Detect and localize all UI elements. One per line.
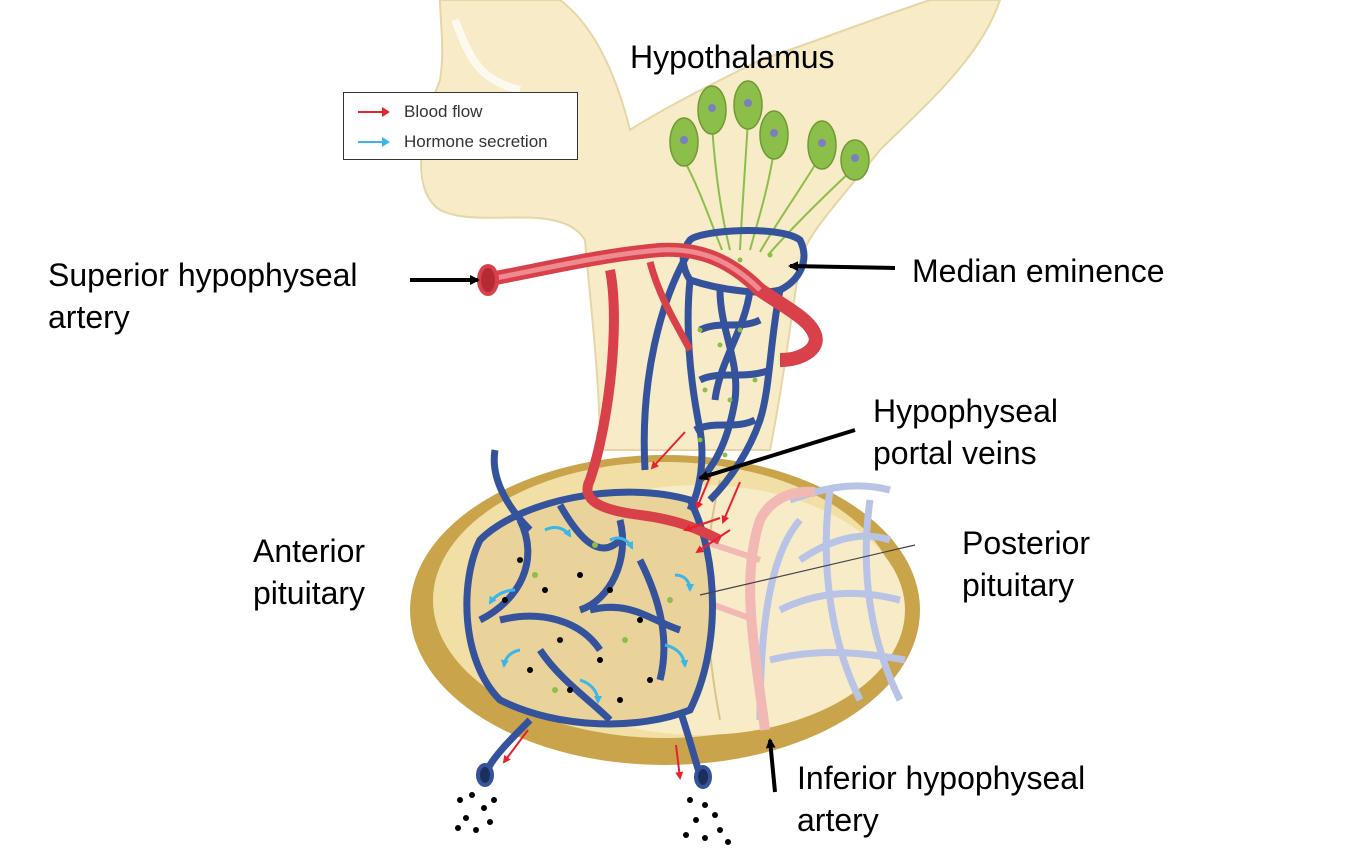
blue-arrow-icon: [358, 137, 390, 147]
posterior-vessels: [698, 482, 906, 731]
neuron-cluster: [669, 80, 870, 256]
inferior-artery-line-2: artery: [797, 802, 879, 838]
superior-artery-line-1: Superior hypophyseal: [48, 257, 358, 293]
portal-veins-line-2: portal veins: [873, 435, 1037, 471]
legend-hormone-secretion: Hormone secretion: [356, 131, 548, 153]
portal-vein-network: [640, 227, 808, 512]
superior-artery-line-2: artery: [48, 299, 130, 335]
inferior-artery-label: Inferior hypophyseal artery: [797, 757, 1085, 841]
inferior-artery-line-1: Inferior hypophyseal: [797, 760, 1086, 796]
anterior-pituitary-label: Anterior pituitary: [253, 530, 365, 614]
red-arrow-icon: [358, 107, 390, 117]
anterior-capillary-bed: [463, 449, 716, 777]
superior-artery-label: Superior hypophyseal artery: [48, 254, 358, 338]
portal-veins-label: Hypophyseal portal veins: [873, 390, 1058, 474]
legend-blood-flow-label: Blood flow: [404, 102, 483, 121]
superior-hypophyseal-artery: [477, 242, 823, 545]
legend-hormone-secretion-label: Hormone secretion: [404, 132, 548, 151]
median-eminence-text: Median eminence: [912, 253, 1165, 289]
hypothalamus-label-text: Hypothalamus: [630, 39, 835, 75]
anterior-line-1: Anterior: [253, 533, 366, 569]
leader-lines: [410, 261, 916, 793]
legend-blood-flow: Blood flow: [356, 101, 482, 123]
legend: Blood flow Hormone secretion: [343, 92, 578, 160]
posterior-pituitary-label: Posterior pituitary: [962, 522, 1090, 606]
efferent-veins: [455, 763, 731, 845]
blood-flow-arrows: [502, 431, 741, 780]
posterior-line-1: Posterior: [962, 525, 1091, 561]
hypothalamus-label: Hypothalamus: [630, 36, 835, 78]
portal-veins-line-1: Hypophyseal: [873, 393, 1058, 429]
posterior-line-2: pituitary: [962, 567, 1075, 603]
anterior-line-2: pituitary: [253, 575, 366, 611]
median-eminence-label: Median eminence: [912, 250, 1165, 292]
